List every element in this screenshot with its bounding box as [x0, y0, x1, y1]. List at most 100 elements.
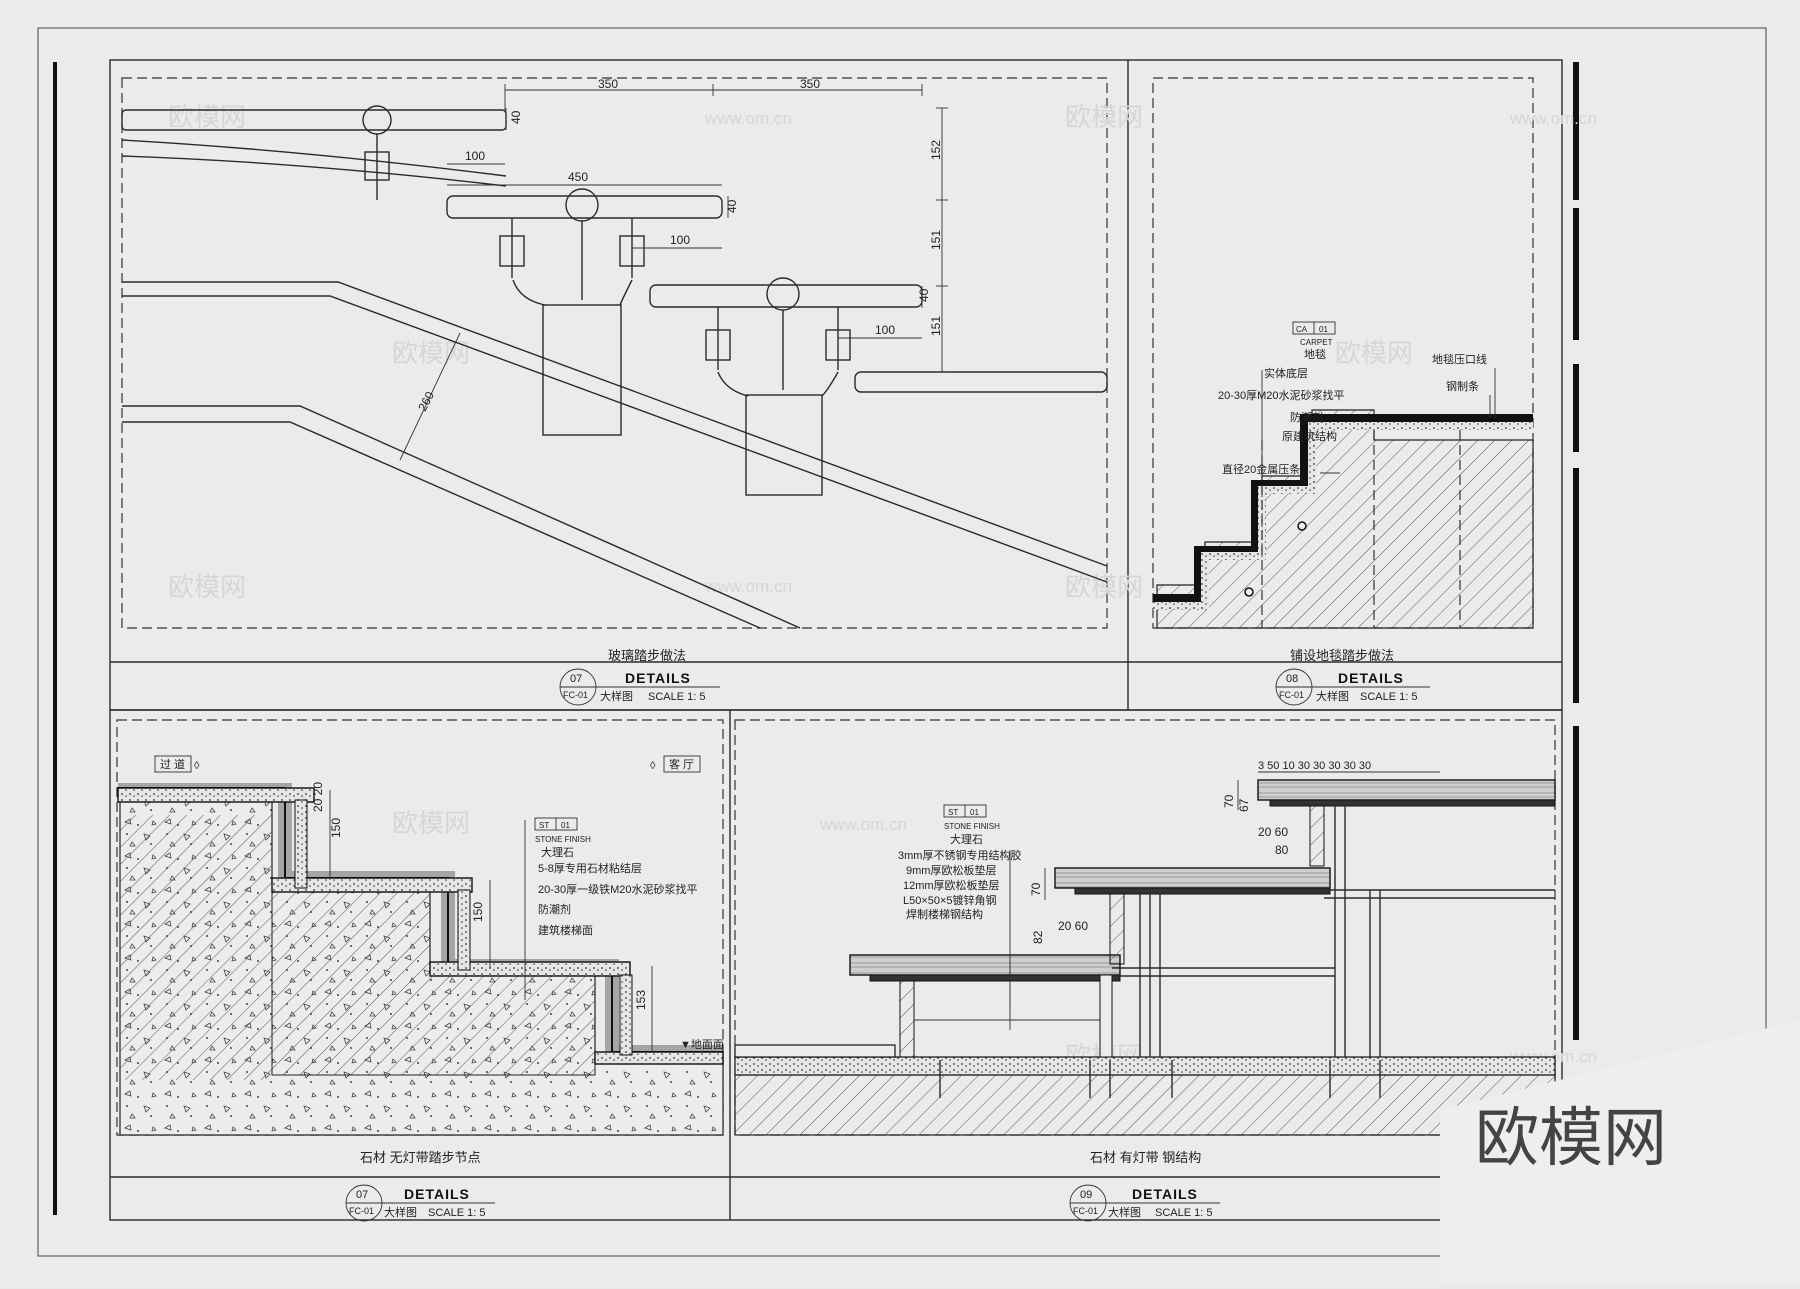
svg-text:欧模网: 欧模网 — [168, 572, 246, 602]
svg-text:20-30厚M20水泥砂浆找平: 20-30厚M20水泥砂浆找平 — [1218, 388, 1345, 402]
svg-text:150: 150 — [471, 902, 485, 922]
detail-08-carpet-step: CA 01 CARPET 地毯 实体底层 20-30厚M20水泥砂浆找平 防潮剂… — [1153, 321, 1534, 629]
svg-text:防潮剂: 防潮剂 — [538, 902, 571, 916]
svg-text:大理石: 大理石 — [541, 845, 574, 859]
svg-text:100: 100 — [670, 233, 690, 247]
svg-text:70: 70 — [1222, 794, 1236, 808]
svg-text:地毯压口线: 地毯压口线 — [1432, 352, 1487, 366]
svg-text:实体底层: 实体底层 — [1264, 366, 1308, 380]
svg-text:01: 01 — [561, 821, 570, 830]
svg-text:欧模网: 欧模网 — [1335, 338, 1413, 368]
svg-text:www.om.cn: www.om.cn — [704, 109, 792, 128]
svg-text:防潮剂: 防潮剂 — [1290, 410, 1323, 424]
brand-corner — [1440, 1020, 1800, 1285]
svg-text:www.om.cn: www.om.cn — [704, 577, 792, 596]
svg-text:过 道: 过 道 — [160, 757, 185, 771]
svg-text:FC-01: FC-01 — [349, 1206, 374, 1216]
svg-text:DETAILS: DETAILS — [1132, 1186, 1198, 1202]
svg-text:DETAILS: DETAILS — [404, 1186, 470, 1202]
svg-text:www.om.cn: www.om.cn — [1509, 109, 1597, 128]
svg-text:大样图: 大样图 — [600, 689, 633, 703]
detail-09-steel-step: ST 01 STONE FINISH 大理石 3mm厚不锈钢专用结构胶 9mm厚… — [734, 760, 1556, 1136]
svg-text:www.om.cn: www.om.cn — [819, 815, 907, 834]
svg-text:09: 09 — [1080, 1189, 1092, 1201]
svg-text:12mm厚欧松板垫层: 12mm厚欧松板垫层 — [903, 878, 1000, 892]
svg-text:80: 80 — [1275, 843, 1289, 857]
svg-text:石材 有灯带 钢结构: 石材 有灯带 钢结构 — [1090, 1150, 1201, 1165]
svg-text:玻璃踏步做法: 玻璃踏步做法 — [608, 648, 686, 663]
svg-text:SCALE 1: 5: SCALE 1: 5 — [648, 691, 705, 703]
svg-text:建筑楼梯面: 建筑楼梯面 — [538, 923, 593, 937]
svg-text:40: 40 — [509, 110, 523, 124]
svg-text:151: 151 — [929, 316, 943, 336]
svg-text:350: 350 — [598, 77, 618, 91]
svg-text:01: 01 — [1319, 325, 1328, 334]
svg-text:铺设地毯踏步做法: 铺设地毯踏步做法 — [1290, 648, 1394, 663]
svg-text:原建筑结构: 原建筑结构 — [1282, 429, 1337, 443]
svg-text:焊制楼梯钢结构: 焊制楼梯钢结构 — [906, 907, 983, 921]
svg-text:地毯: 地毯 — [1304, 347, 1326, 361]
svg-text:◊: ◊ — [650, 760, 656, 772]
svg-text:CARPET: CARPET — [1300, 338, 1333, 347]
svg-text:钢制条: 钢制条 — [1446, 379, 1479, 393]
svg-text:67: 67 — [1237, 798, 1251, 812]
svg-text:STONE FINISH: STONE FINISH — [535, 835, 591, 844]
svg-text:欧模网: 欧模网 — [392, 808, 470, 838]
detail-07-stone-step: 过 道 ◊ 客 厅 ◊ 20 20 150 150 153 ▼地面面 ST 01… — [117, 755, 724, 1136]
svg-text:150: 150 — [329, 818, 343, 838]
svg-text:欧模网: 欧模网 — [168, 102, 246, 132]
svg-text:大样图: 大样图 — [384, 1205, 417, 1219]
svg-text:石材 无灯带踏步节点: 石材 无灯带踏步节点 — [360, 1150, 481, 1165]
svg-text:DETAILS: DETAILS — [1338, 670, 1404, 686]
svg-text:100: 100 — [875, 323, 895, 337]
title-block-d09: 石材 有灯带 钢结构 09 FC-01 DETAILS 大样图 SCALE 1:… — [1069, 1150, 1220, 1222]
svg-text:3mm厚不锈钢专用结构胶: 3mm厚不锈钢专用结构胶 — [898, 848, 1021, 862]
svg-text:客 厅: 客 厅 — [669, 757, 694, 771]
svg-text:ST: ST — [539, 821, 549, 830]
svg-text:450: 450 — [568, 170, 588, 184]
svg-text:70: 70 — [1029, 882, 1043, 896]
svg-text:SCALE 1: 5: SCALE 1: 5 — [1155, 1207, 1212, 1219]
svg-text:直径20金属压条: 直径20金属压条 — [1222, 462, 1300, 476]
svg-text:20 60: 20 60 — [1258, 825, 1288, 839]
svg-text:153: 153 — [634, 990, 648, 1010]
svg-text:151: 151 — [929, 230, 943, 250]
svg-text:CA: CA — [1296, 325, 1308, 334]
svg-text:40: 40 — [917, 288, 931, 302]
svg-text:20 60: 20 60 — [1058, 919, 1088, 933]
svg-text:大样图: 大样图 — [1108, 1205, 1141, 1219]
svg-text:350: 350 — [800, 77, 820, 91]
svg-text:欧模网: 欧模网 — [1065, 572, 1143, 602]
svg-text:82: 82 — [1031, 930, 1045, 944]
svg-text:07: 07 — [570, 673, 582, 685]
svg-text:5-8厚专用石材粘结层: 5-8厚专用石材粘结层 — [538, 861, 642, 875]
svg-text:FC-01: FC-01 — [1279, 690, 1304, 700]
svg-text:▼地面面: ▼地面面 — [680, 1038, 724, 1051]
title-block-d07a: 玻璃踏步做法 07 FC-01 DETAILS 大样图 SCALE 1: 5 — [559, 648, 720, 706]
svg-text:152: 152 — [929, 140, 943, 160]
svg-text:260: 260 — [415, 389, 437, 414]
title-block-d07b: 石材 无灯带踏步节点 07 FC-01 DETAILS 大样图 SCALE 1:… — [345, 1150, 495, 1222]
svg-text:20-30厚一级铁M20水泥砂浆找平: 20-30厚一级铁M20水泥砂浆找平 — [538, 882, 698, 896]
svg-text:STONE FINISH: STONE FINISH — [944, 822, 1000, 831]
svg-text:DETAILS: DETAILS — [625, 670, 691, 686]
svg-text:08: 08 — [1286, 673, 1298, 685]
svg-text:9mm厚欧松板垫层: 9mm厚欧松板垫层 — [906, 863, 996, 877]
svg-text:40: 40 — [725, 199, 739, 213]
svg-text:ST: ST — [948, 808, 958, 817]
svg-text:大样图: 大样图 — [1316, 689, 1349, 703]
svg-text:3 50 10 30 30 30 30 30: 3 50 10 30 30 30 30 30 — [1258, 760, 1371, 772]
frame-bottom — [109, 709, 1563, 1221]
svg-text:SCALE 1: 5: SCALE 1: 5 — [428, 1207, 485, 1219]
svg-text:大理石: 大理石 — [950, 832, 983, 846]
svg-text:20 20: 20 20 — [311, 782, 325, 812]
svg-text:◊: ◊ — [194, 760, 200, 772]
svg-text:100: 100 — [465, 149, 485, 163]
brand-logo: 欧模网 — [1475, 1102, 1667, 1176]
detail-07-glass-step: 350 350 100 450 100 100 40 40 40 152 151… — [121, 77, 1108, 629]
svg-text:FC-01: FC-01 — [1073, 1206, 1098, 1216]
svg-text:FC-01: FC-01 — [563, 690, 588, 700]
sheet-outer-border — [37, 27, 1767, 1257]
